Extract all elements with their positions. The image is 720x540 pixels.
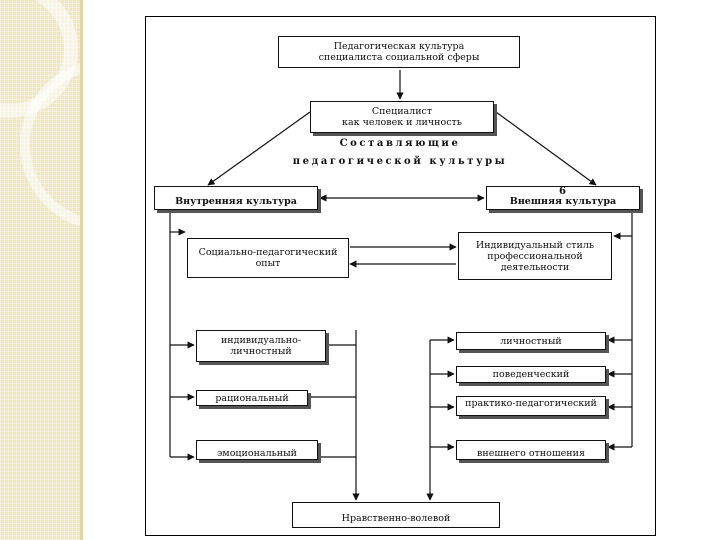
components-label-line1: Составляющие [339, 138, 461, 149]
box-moral-volitional: Нравственно-волевой [292, 502, 500, 528]
diagram-frame [145, 16, 656, 536]
sidebar-divider [80, 0, 83, 540]
box-inner-culture: Внутренняя культура [154, 186, 318, 210]
box-individual-style-line3: деятельности [500, 261, 570, 273]
box-behavioral: поведенческий [456, 366, 606, 383]
box-pedagogical-culture-line2: специалиста социальной сферы [318, 52, 480, 63]
page-number: 6 [559, 186, 566, 197]
box-personal: личностный [456, 332, 606, 350]
box-outer-culture-label: Внешняя культура [509, 196, 617, 207]
box-practical: практико-педагогический [456, 396, 606, 416]
box-specialist: Специалист как человек и личность [310, 101, 494, 133]
box-individual-personal-line2: личностный [230, 346, 292, 357]
connector-specialist-outer [495, 111, 597, 186]
box-individual-style: Индивидуальный стиль профессиональной де… [458, 232, 612, 280]
box-individual-personal-line1: индивидуально- [220, 335, 302, 346]
box-pedagogical-culture-line1: Педагогическая культура [333, 41, 465, 52]
box-social-experience-line1: Социально-педагогический [198, 247, 338, 258]
connector-specialist-inner [207, 111, 311, 186]
box-individual-style-line2: профессиональной [487, 250, 583, 262]
box-social-experience: Социально-педагогический опыт [187, 238, 349, 278]
box-relations: внешнего отношения [456, 440, 606, 460]
box-outer-culture: Внешняя культура [486, 186, 640, 210]
box-individual-style-line1: Индивидуальный стиль [475, 239, 595, 251]
box-rational: рациональный [196, 390, 308, 406]
box-specialist-line2: как человек и личность [342, 117, 462, 128]
box-emotional: эмоциональный [196, 440, 318, 460]
components-label-line2: педагогической культуры [292, 156, 508, 167]
box-individual-personal: индивидуально- личностный [196, 330, 326, 362]
box-social-experience-line2: опыт [255, 258, 281, 269]
decorative-sidebar [0, 0, 80, 540]
box-pedagogical-culture: Педагогическая культура специалиста соци… [278, 36, 520, 68]
box-specialist-line1: Специалист [371, 106, 433, 117]
